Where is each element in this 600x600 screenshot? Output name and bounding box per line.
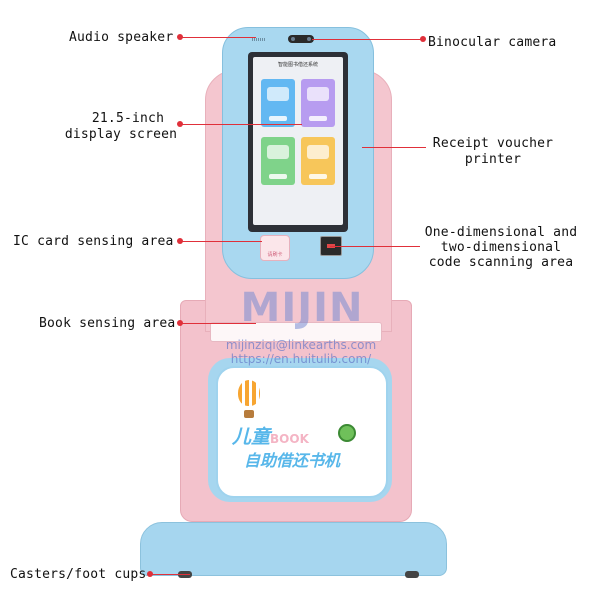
leader-display [180,124,302,125]
label-code-line3: code scanning area [428,255,574,270]
leader-binocular-camera [312,39,425,40]
leader-casters [150,574,190,575]
card-area-text: 请刷卡 [267,252,283,258]
label-audio-speaker: Audio speaker [69,30,174,45]
panel-title: 儿童BOOK [232,422,352,449]
leader-book-sensing [180,323,256,324]
balloon-basket-icon [244,410,254,418]
leader-dot-display [177,121,183,127]
screen-tile-borrow [261,79,295,127]
panel-line1: 儿童 [232,426,271,448]
watermark-url: https://en.huitulib.com/ [230,352,372,366]
label-display-line2: display screen [64,127,178,142]
binocular-camera [288,35,314,43]
foot-cup-right [405,571,419,578]
screen-title: 智能图书借还系统 [277,62,318,68]
label-binocular-camera: Binocular camera [428,35,557,50]
label-ic-card: IC card sensing area [13,234,174,249]
screen-tile-renew [261,137,295,185]
panel-subtitle: 自助借还书机 [244,451,341,470]
leader-dot-ic [177,238,183,244]
leader-dot-book [177,320,183,326]
label-casters: Casters/foot cups [10,567,147,582]
label-code-line2: two-dimensional [440,240,562,255]
leader-dot-casters [147,571,153,577]
label-receipt-line2: printer [464,152,522,167]
audio-speaker [252,38,266,41]
watermark-brand: MIJIN [240,285,364,331]
book-sensing-shelf [210,322,382,342]
screen-tile-query [301,137,335,185]
label-code-line1: One-dimensional and [424,225,578,240]
label-display-line1: 21.5-inch [91,111,165,126]
label-book-sensing: Book sensing area [39,316,176,331]
panel-book: BOOK [270,432,309,446]
label-receipt-line1: Receipt voucher [432,136,554,151]
leader-audio-speaker [180,37,256,38]
leader-ic-card [180,241,262,242]
hot-air-balloon-icon [238,380,260,406]
leader-code-scanner [330,246,420,247]
screen-tile-return [301,79,335,127]
leader-dot-camera [420,36,426,42]
display-screen: 智能图书借还系统 [253,57,343,225]
watermark-email: mijinziqi@linkearths.com [225,338,377,352]
base-plate [140,522,447,576]
ic-card-sensing-area: 请刷卡 [260,235,290,261]
watermelon-balloon-icon [338,424,356,442]
leader-receipt [362,147,426,148]
leader-dot-audio [177,34,183,40]
